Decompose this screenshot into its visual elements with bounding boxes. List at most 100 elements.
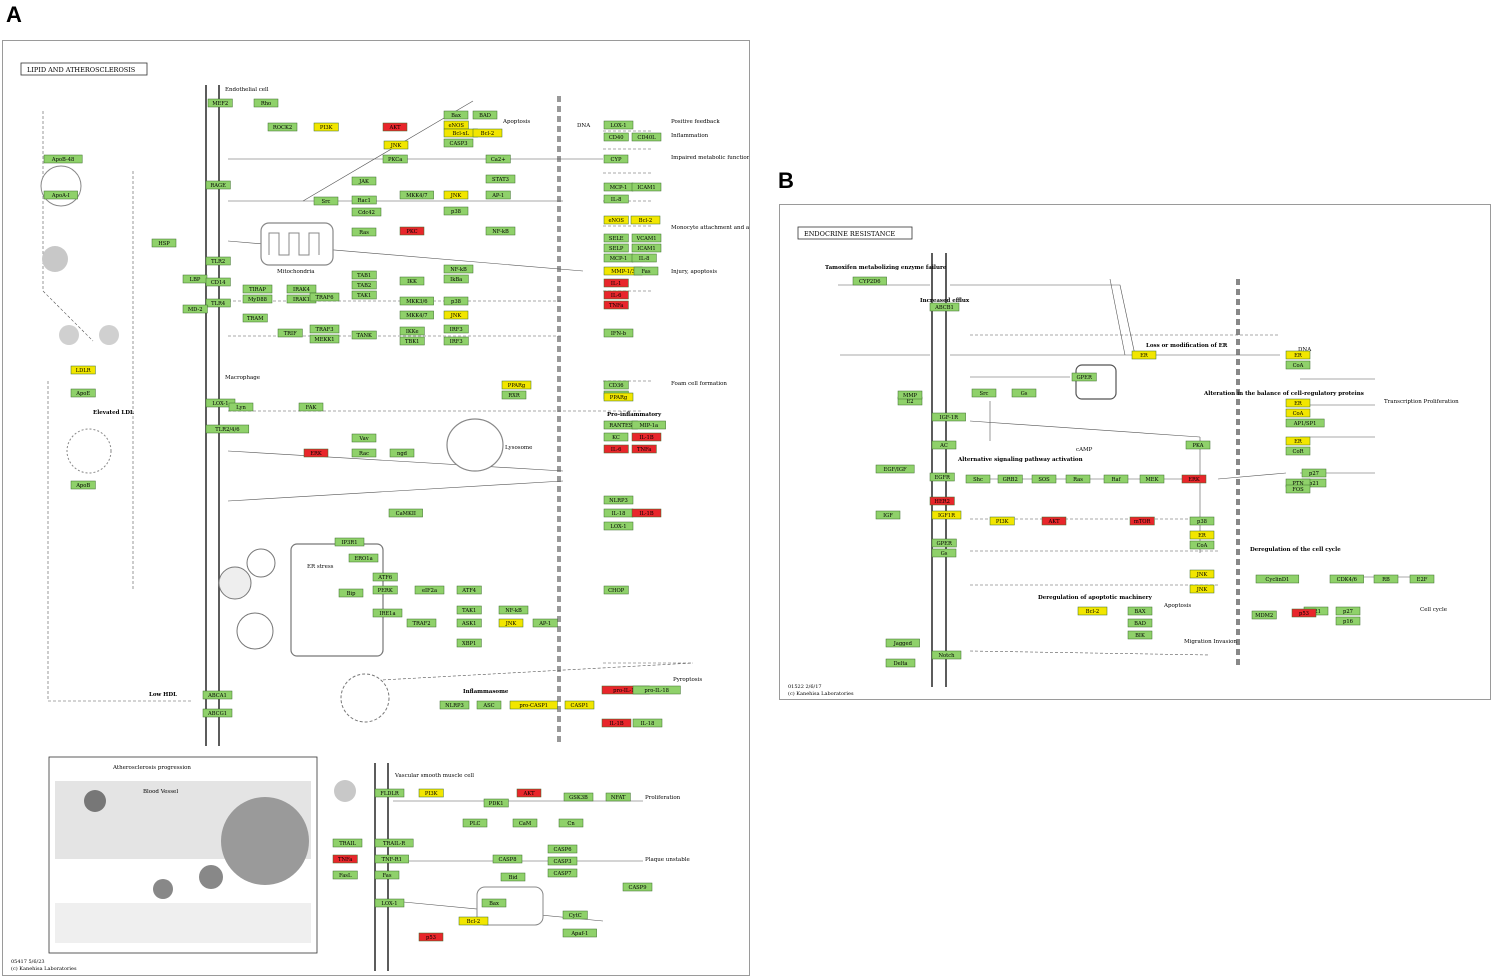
pathway-a-gene-node[interactable]: SELP [603,243,629,253]
pathway-b-gene-node[interactable]: ABCB1 [929,302,960,312]
pathway-a-gene-node[interactable]: PKC [399,226,425,236]
pathway-b-gene-node[interactable]: ER [1285,350,1311,360]
pathway-a-gene-node[interactable]: Bcl-2 [458,916,489,926]
pathway-a-gene-node[interactable]: RXR [501,390,527,400]
pathway-a-gene-node[interactable]: LOX-1 [603,120,634,130]
pathway-a-gene-node[interactable]: FasL [332,870,358,880]
pathway-a-gene-node[interactable]: TNF-R1 [374,854,409,864]
pathway-a-gene-node[interactable]: JAK [351,176,377,186]
pathway-a-gene-node[interactable]: IKK [399,276,425,286]
pathway-b-gene-node[interactable]: ER [1189,530,1215,540]
pathway-b-gene-node[interactable]: MMP [897,390,923,400]
pathway-b-gene-node[interactable]: EGF/IGF [875,464,915,474]
pathway-a-gene-node[interactable]: BAD [472,110,498,120]
pathway-a-gene-node[interactable]: Cn [558,818,584,828]
pathway-b-gene-node[interactable]: Src [971,388,997,398]
pathway-a-gene-node[interactable]: TNFa [631,444,657,454]
pathway-a-gene-node[interactable]: IRE1a [372,608,403,618]
pathway-a-gene-node[interactable]: CYP [603,154,629,164]
pathway-a-gene-node[interactable]: ngd [389,448,415,458]
pathway-a-gene-node[interactable]: AP-1 [485,190,511,200]
pathway-a-gene-node[interactable]: JNK [443,310,469,320]
pathway-a-gene-node[interactable]: TRAM [242,313,268,323]
pathway-b-gene-node[interactable]: mTOR [1129,516,1155,526]
pathway-a-gene-node[interactable]: ASC [476,700,502,710]
pathway-a-gene-node[interactable]: NF-kB [485,226,516,236]
pathway-a-gene-node[interactable]: TNFa [332,854,358,864]
pathway-a-gene-node[interactable]: CASP9 [622,882,653,892]
pathway-a-gene-node[interactable]: IRF3 [443,324,469,334]
pathway-a-gene-node[interactable]: Rac1 [351,195,377,205]
pathway-a-gene-node[interactable]: PPARg [501,380,532,390]
pathway-a-gene-node[interactable]: Bax [481,898,507,908]
pathway-a-gene-node[interactable]: NLRP3 [603,495,634,505]
pathway-a-gene-node[interactable]: Ca2+ [485,154,511,164]
pathway-a-gene-node[interactable]: Fas [374,870,400,880]
pathway-a-gene-node[interactable]: MKK4/7 [399,310,434,320]
pathway-a-gene-node[interactable]: Fas [633,266,659,276]
pathway-a-gene-node[interactable]: Rac [351,448,377,458]
pathway-a-gene-node[interactable]: ATF4 [456,585,482,595]
pathway-a-gene-node[interactable]: p53 [418,932,444,942]
pathway-a-gene-node[interactable]: AKT [516,788,542,798]
pathway-b-gene-node[interactable]: Gs [1011,388,1037,398]
pathway-a-gene-node[interactable]: Bip [338,588,364,598]
pathway-a-gene-node[interactable]: MKK3/6 [399,296,434,306]
pathway-a-gene-node[interactable]: NF-kB [498,605,529,615]
pathway-a-gene-node[interactable]: IL-1B [631,432,662,442]
pathway-a-gene-node[interactable]: ABCG1 [202,708,233,718]
pathway-a-gene-node[interactable]: IL-1 [603,278,629,288]
pathway-b-gene-node[interactable]: GPER [931,538,957,548]
pathway-a-gene-node[interactable]: CytC [562,910,588,920]
pathway-a-gene-node[interactable]: CaM [512,818,538,828]
pathway-b-gene-node[interactable]: IGF-1R [931,412,966,422]
pathway-b-gene-node[interactable]: ERK [1181,474,1207,484]
pathway-b-gene-node[interactable]: Jagged [885,638,920,648]
pathway-a-gene-node[interactable]: PLC [462,818,488,828]
pathway-b-gene-node[interactable]: IGF [875,510,901,520]
pathway-a-gene-node[interactable]: CD14 [205,277,231,287]
pathway-b-gene-node[interactable]: FOS [1285,484,1311,494]
pathway-a-gene-node[interactable]: AP-1 [532,618,558,628]
pathway-a-gene-node[interactable]: TBK1 [399,336,425,346]
pathway-a-gene-node[interactable]: IFN-b [603,328,634,338]
pathway-a-gene-node[interactable]: IRAK4 [286,284,317,294]
pathway-a-gene-node[interactable]: TRAF6 [309,292,340,302]
pathway-b-gene-node[interactable]: Ras [1065,474,1091,484]
pathway-a-gene-node[interactable]: SELE [603,233,629,243]
pathway-b-gene-node[interactable]: AC [931,440,957,450]
pathway-b-gene-node[interactable]: CYP2D6 [852,276,887,286]
pathway-a-gene-node[interactable]: GSK3B [563,792,594,802]
pathway-b-gene-node[interactable]: JNK [1189,584,1215,594]
pathway-b-gene-node[interactable]: p16 [1335,616,1361,626]
pathway-a-gene-node[interactable]: MKK4/7 [399,190,434,200]
pathway-a-gene-node[interactable]: IL-18 [603,508,634,518]
pathway-b-gene-node[interactable]: MDM2 [1251,610,1277,620]
pathway-b-gene-node[interactable]: Gs [931,548,957,558]
pathway-b-gene-node[interactable]: p27 [1335,606,1361,616]
pathway-b-gene-node[interactable]: Shc [965,474,991,484]
pathway-a-gene-node[interactable]: MD-2 [182,304,208,314]
pathway-a-gene-node[interactable]: CHOP [603,585,629,595]
pathway-a-gene-node[interactable]: p38 [443,206,469,216]
pathway-a-gene-node[interactable]: Vav [351,433,377,443]
pathway-a-gene-node[interactable]: TRAF3 [309,324,340,334]
pathway-a-gene-node[interactable]: TIRAP [242,284,273,294]
pathway-a-gene-node[interactable]: TLR4 [205,298,231,308]
pathway-b-gene-node[interactable]: Raf [1103,474,1129,484]
pathway-a-gene-node[interactable]: JNK [443,190,469,200]
pathway-a-gene-node[interactable]: TANK [351,330,377,340]
pathway-a-gene-node[interactable]: CaMKII [388,508,423,518]
pathway-a-gene-node[interactable]: PPARg [603,392,634,402]
pathway-b-gene-node[interactable]: JNK [1189,569,1215,579]
pathway-a-gene-node[interactable]: CASP1 [564,700,595,710]
pathway-a-gene-node[interactable]: MEF2 [207,98,233,108]
pathway-b-gene-node[interactable]: HER2 [929,496,955,506]
pathway-a-gene-node[interactable]: Ras [351,227,377,237]
pathway-a-gene-node[interactable]: IKKe [399,326,425,336]
pathway-a-gene-node[interactable]: Bcl-2 [472,128,503,138]
pathway-a-gene-node[interactable]: ERK [303,448,329,458]
pathway-a-gene-node[interactable]: IRF3 [443,336,469,346]
pathway-b-gene-node[interactable]: GPER [1071,372,1097,382]
pathway-a-gene-node[interactable]: pro-IL-18 [632,685,681,695]
